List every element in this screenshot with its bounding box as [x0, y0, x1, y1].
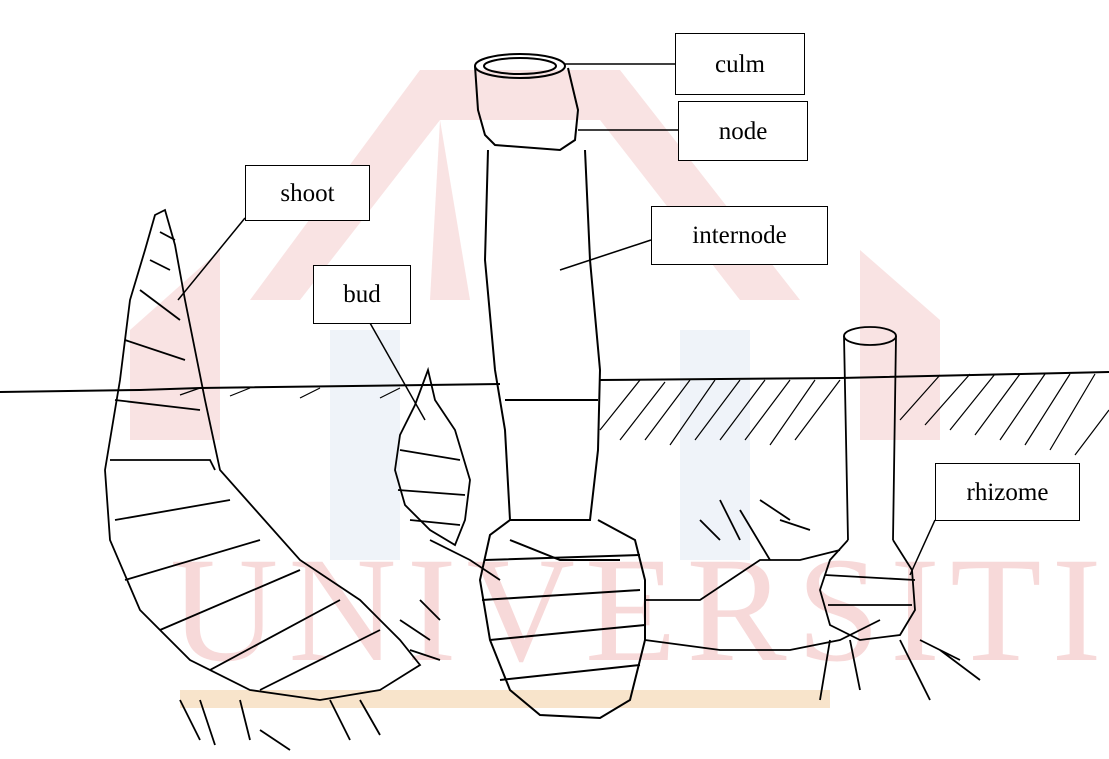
label-bud: bud — [313, 265, 411, 324]
label-internode: internode — [651, 206, 828, 265]
watermark-text: UNIVERSITI — [170, 527, 1109, 693]
label-culm: culm — [675, 33, 805, 95]
watermark-logo — [130, 70, 940, 560]
label-rhizome: rhizome — [935, 463, 1080, 521]
label-node: node — [678, 101, 808, 161]
label-shoot: shoot — [245, 165, 370, 221]
leader-lines — [178, 64, 935, 575]
watermark-bar — [180, 690, 830, 708]
